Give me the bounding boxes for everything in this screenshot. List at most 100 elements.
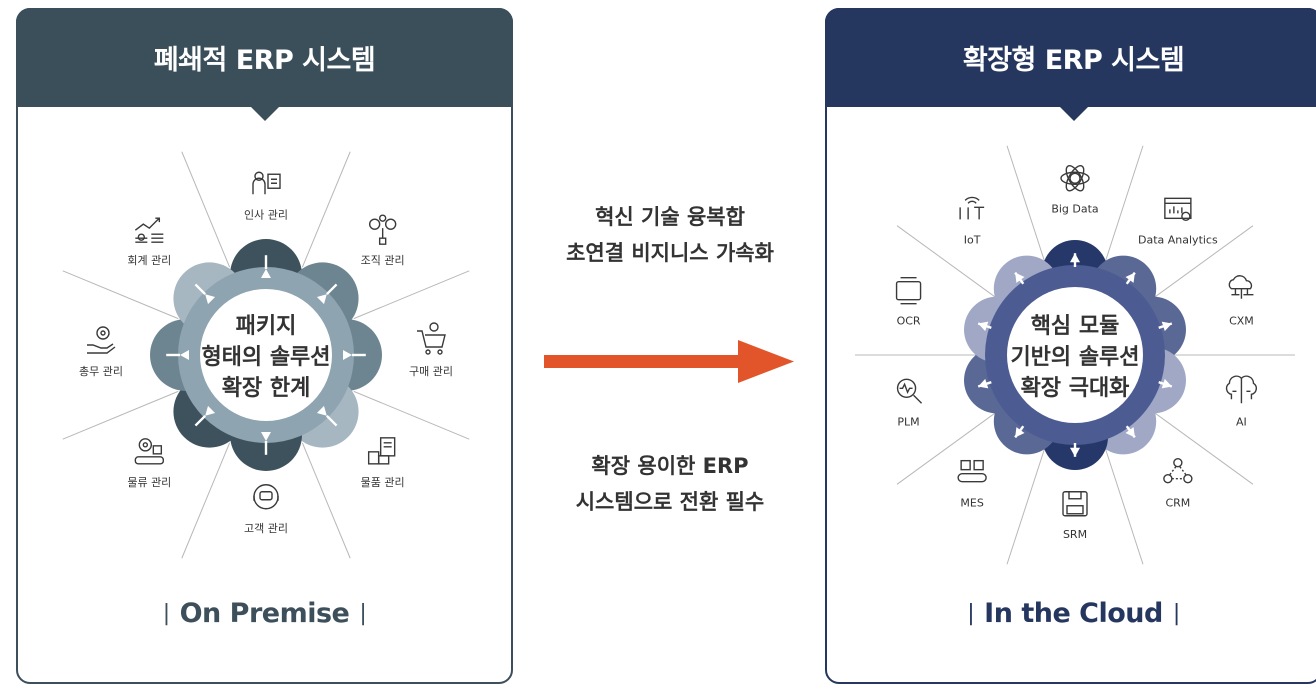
module-item: 물류 관리 [127, 438, 171, 489]
spoke-line [1006, 445, 1047, 565]
module-item: SRM [1062, 491, 1088, 541]
innovation-caption: 혁신 기술 융복합 초연결 비지니스 가속화 [520, 199, 820, 271]
spoke-line [1151, 410, 1254, 485]
spoke-line [1103, 145, 1144, 265]
module-label: 총무 관리 [79, 365, 123, 378]
module-label: Data Analytics [1138, 233, 1218, 246]
ocr-scanner-icon [895, 277, 922, 305]
center-text-line: 기반의 솔루션 [1010, 345, 1139, 370]
spoke-line [62, 390, 179, 440]
header-notch [1058, 106, 1089, 121]
extensible-erp-title: 확장형 ERP 시스템 [962, 45, 1185, 76]
in-the-cloud-label: |In the Cloud| [967, 598, 1180, 629]
module-item: IoT [959, 196, 985, 246]
on-premise-text: On Premise [179, 598, 350, 629]
module-item: AI [1225, 375, 1257, 428]
conveyor-boxes-icon [957, 459, 987, 483]
magnifier-wave-icon [896, 378, 923, 404]
extensible-erp-header: 확장형 ERP 시스템 [825, 8, 1316, 121]
innovation-line-1: 혁신 기술 융복합 [595, 205, 745, 229]
direction-arrow [1125, 425, 1136, 439]
center-circle [1007, 287, 1143, 423]
closed-erp-header: 폐쇄적 ERP 시스템 [16, 8, 513, 121]
module-item: CXM [1228, 275, 1254, 328]
module-item: 구매 관리 [409, 322, 453, 378]
direction-arrow [1014, 425, 1025, 439]
module-label: 물류 관리 [127, 476, 171, 489]
module-item: 회계 관리 [127, 217, 171, 267]
spoke-line [1151, 225, 1254, 300]
direction-arrow [977, 378, 992, 389]
spoke-line [353, 390, 470, 440]
module-label: MES [960, 497, 983, 510]
direction-arrow [977, 321, 992, 332]
spoke-line [1103, 445, 1144, 565]
atom-globe-icon [1060, 165, 1090, 192]
module-label: AI [1236, 415, 1247, 428]
direction-arrow [1125, 271, 1136, 285]
module-label: PLM [897, 415, 919, 428]
module-label: 물품 관리 [361, 476, 405, 489]
transition-line-2: 시스템으로 전환 필수 [575, 490, 765, 514]
spoke-line [181, 442, 231, 559]
spoke-line [181, 151, 231, 268]
module-item: 고객 관리 [244, 484, 288, 535]
module-label: 고객 관리 [244, 522, 288, 535]
center-circle [200, 289, 332, 421]
customer-chat-icon [253, 484, 279, 510]
hand-gear-icon [87, 326, 116, 354]
module-label: 조직 관리 [361, 254, 405, 267]
module-item: 조직 관리 [361, 214, 405, 267]
module-label: Big Data [1051, 202, 1098, 215]
crm-network-icon [1163, 457, 1193, 484]
analytics-window-icon [1164, 197, 1192, 222]
direction-arrow [1158, 378, 1173, 389]
iot-wifi-icon [959, 196, 985, 220]
center-text-line: 확장 한계 [222, 376, 311, 401]
direction-arrow [194, 405, 216, 427]
direction-arrow [316, 283, 338, 305]
module-label: CXM [1229, 315, 1254, 328]
module-item: CRM [1163, 457, 1193, 510]
spoke-line [896, 410, 999, 485]
center-text-line: 패키지 [236, 314, 297, 339]
innovation-line-2: 초연결 비지니스 가속화 [566, 241, 774, 265]
direction-arrow [261, 432, 271, 455]
center-text-line: 핵심 모듈 [1031, 314, 1120, 339]
module-item: Big Data [1051, 165, 1099, 215]
in-the-cloud-text: In the Cloud [984, 598, 1163, 629]
module-item: MES [957, 459, 987, 510]
spoke-line [301, 442, 351, 559]
org-chart-person-icon [252, 171, 281, 195]
module-item: 물품 관리 [361, 437, 405, 489]
module-label: OCR [897, 315, 921, 328]
module-label: 회계 관리 [127, 254, 171, 267]
module-item: PLM [896, 378, 923, 428]
module-item: 인사 관리 [244, 171, 288, 221]
module-label: IoT [964, 233, 981, 246]
transition-caption: 확장 용이한 ERP 시스템으로 전환 필수 [520, 448, 820, 520]
transition-arrow [544, 340, 794, 383]
module-label: 인사 관리 [244, 208, 288, 221]
spoke-line [301, 151, 351, 268]
direction-arrow [194, 283, 216, 305]
direction-arrow [343, 350, 366, 360]
growth-chart-money-icon [134, 217, 164, 243]
module-item: OCR [895, 277, 922, 328]
spoke-line [353, 270, 470, 320]
closed-erp-title: 폐쇄적 ERP 시스템 [153, 45, 376, 76]
module-label: 구매 관리 [409, 365, 453, 378]
header-notch [249, 106, 280, 121]
spoke-line [62, 270, 179, 320]
cloud-network-icon [1228, 275, 1254, 299]
shopping-cart-icon [417, 322, 446, 355]
direction-arrow [1014, 271, 1025, 285]
brain-circuit-icon [1225, 375, 1257, 404]
module-label: SRM [1063, 528, 1087, 541]
direction-arrow [316, 405, 338, 427]
inventory-clipboard-icon [367, 437, 396, 465]
module-label: CRM [1165, 497, 1190, 510]
